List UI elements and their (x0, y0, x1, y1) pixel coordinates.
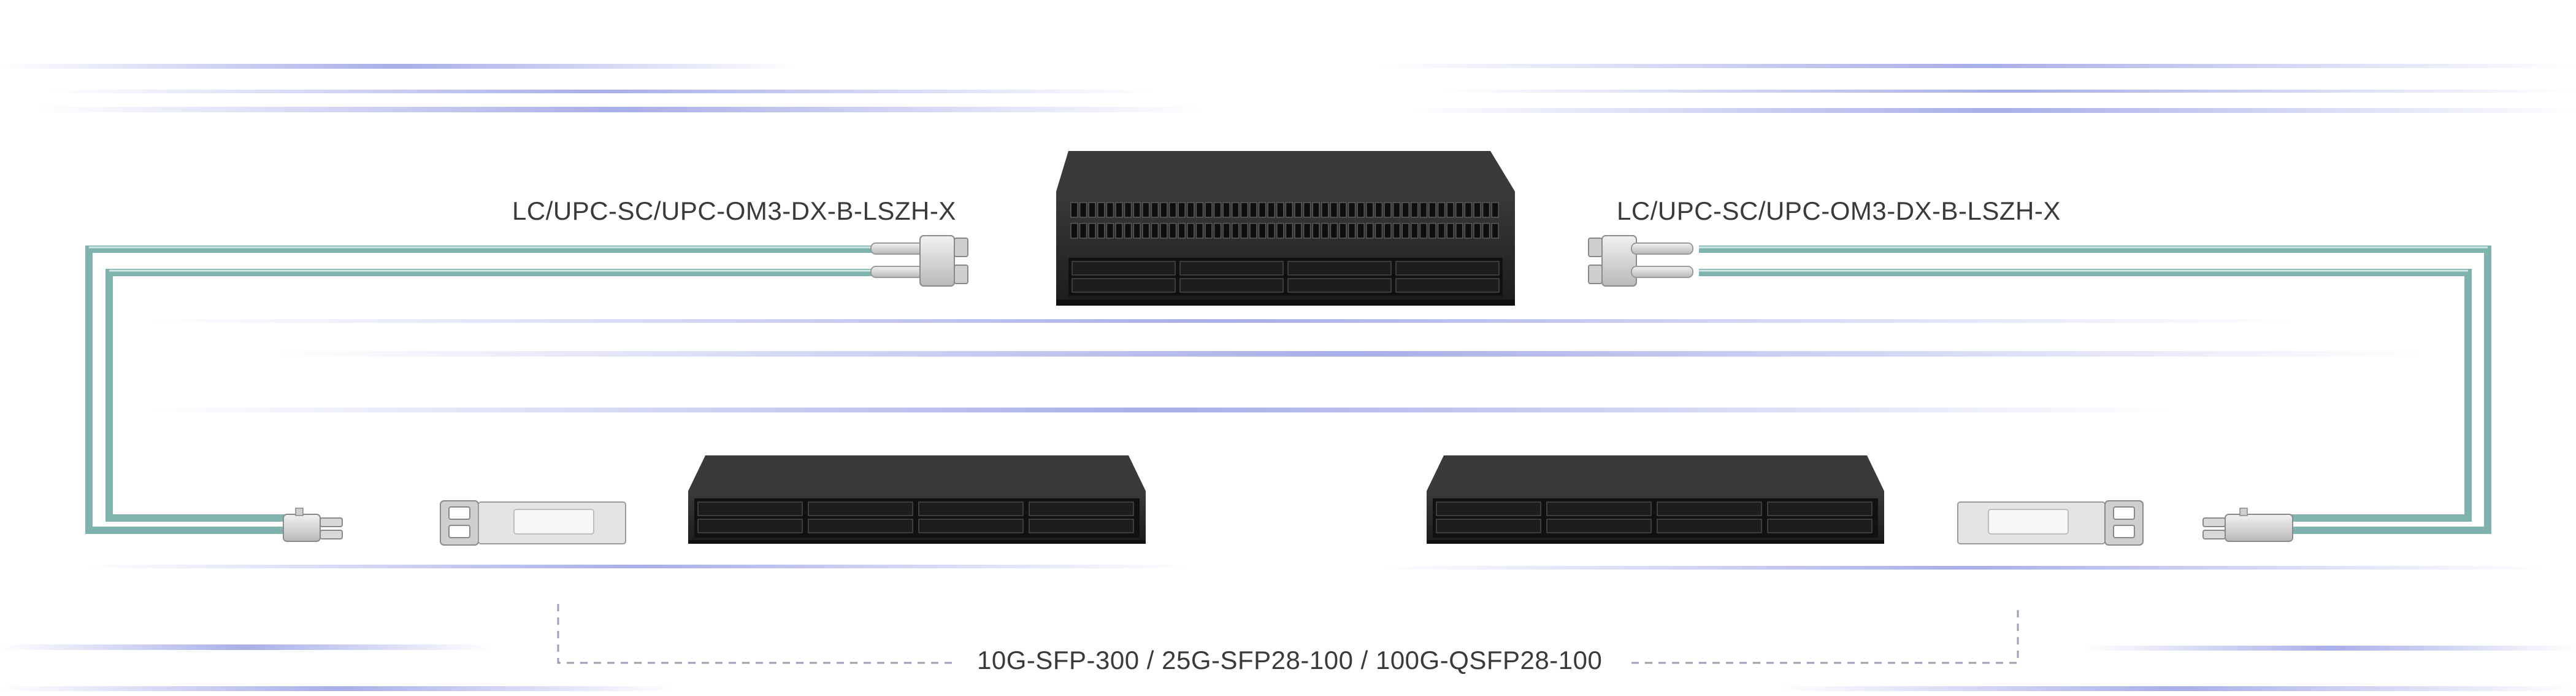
module-label: 10G-SFP-300 / 25G-SFP28-100 / 100G-QSFP2… (966, 646, 1614, 675)
fiber-cable-left (85, 246, 883, 534)
module-bracket (557, 604, 2019, 664)
access-switch-right-icon (1427, 455, 1884, 544)
background-streaks (0, 64, 2576, 691)
core-switch-icon (1056, 151, 1515, 306)
cable-label-right: LC/UPC-SC/UPC-OM3-DX-B-LSZH-X (1617, 196, 2061, 225)
sfp-transceiver-icon (440, 500, 626, 546)
sc-connector-icon (870, 235, 968, 287)
access-switch-left-icon (688, 455, 1146, 544)
lc-connector-icon (283, 508, 343, 542)
sfp-transceiver-icon (1957, 500, 2144, 546)
cable-label-left: LC/UPC-SC/UPC-OM3-DX-B-LSZH-X (512, 196, 956, 225)
sc-connector-icon (1588, 235, 1693, 287)
fiber-cable-right (1699, 246, 2491, 534)
lc-connector-icon (2202, 508, 2293, 542)
